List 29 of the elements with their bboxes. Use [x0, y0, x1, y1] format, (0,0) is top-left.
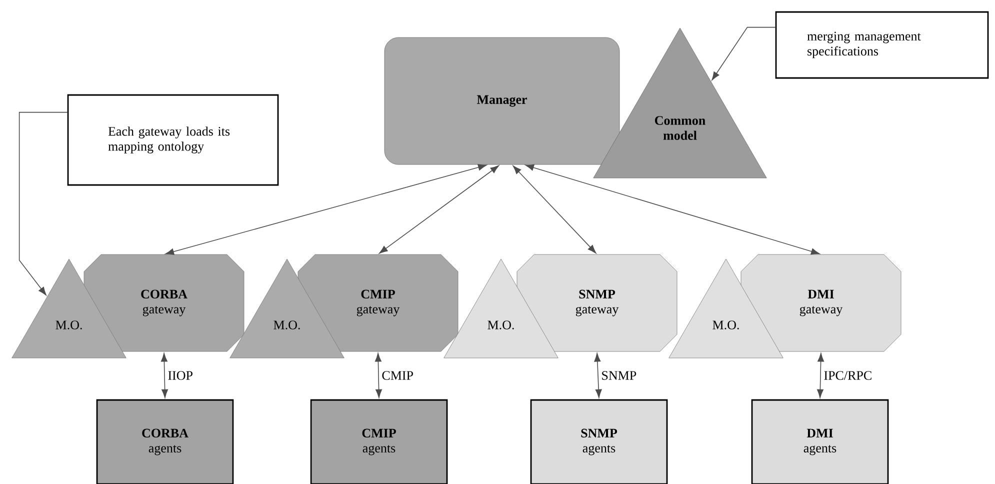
- object-triangle: M.O.: [12, 258, 126, 358]
- manager-box: Manager: [384, 37, 620, 165]
- leader-line: [18, 112, 68, 296]
- object-triangle: M.O.: [444, 258, 558, 358]
- arrow: [816, 353, 824, 398]
- note-box: Each gateway loads its mapping ontology: [67, 94, 279, 186]
- arrow: [374, 353, 382, 398]
- agents-box: CMIP agents: [310, 399, 448, 484]
- agents-box: SNMP agents: [530, 399, 668, 484]
- gateway-box: SNMP gateway: [516, 254, 678, 352]
- gateway-box: DMI gateway: [740, 254, 902, 352]
- edge-label: SNMP: [600, 370, 638, 381]
- leader-line: [712, 26, 776, 80]
- edge-label: CMIP: [380, 370, 414, 381]
- edge-label: IIOP: [166, 370, 194, 381]
- arrow: [594, 353, 602, 398]
- edge-label: IPC/RPC: [822, 370, 874, 381]
- arrow: [379, 165, 499, 254]
- gateway-box: CORBA gateway: [84, 254, 244, 352]
- note-box: merging management specifications: [775, 11, 989, 79]
- arrow: [165, 164, 487, 255]
- model-triangle: Common model: [593, 28, 767, 178]
- object-triangle: M.O.: [668, 258, 784, 358]
- arrow: [525, 164, 820, 255]
- arrow: [512, 166, 596, 254]
- object-triangle: M.O.: [230, 258, 344, 358]
- arrow: [160, 353, 168, 398]
- agents-box: CORBA agents: [96, 399, 234, 484]
- agents-box: DMI agents: [751, 399, 889, 484]
